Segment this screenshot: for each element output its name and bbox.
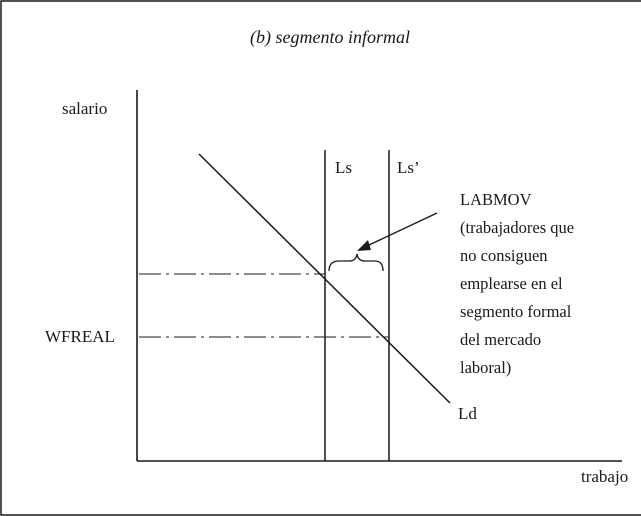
labmov-annotation: LABMOV (trabajadores que no consiguen em… xyxy=(460,190,574,377)
supply-curve-ls-shifted-label: Ls’ xyxy=(397,158,420,177)
labmov-line: emplearse en el xyxy=(460,274,563,293)
labmov-line: (trabajadores que xyxy=(460,218,574,237)
wfreal-label: WFREAL xyxy=(45,327,115,346)
labmov-line: no consiguen xyxy=(460,246,548,265)
labmov-line: laboral) xyxy=(460,358,511,377)
labmov-arrow-head xyxy=(357,240,371,251)
labmov-line: segmento formal xyxy=(460,302,572,321)
labmov-heading: LABMOV xyxy=(460,190,532,209)
labmov-brace xyxy=(328,253,384,272)
labmov-line: del mercado xyxy=(460,330,541,349)
x-axis-label: trabajo xyxy=(581,467,628,486)
labmov-arrow-shaft xyxy=(366,212,438,247)
y-axis-label: salario xyxy=(62,99,107,118)
supply-curve-ls-label: Ls xyxy=(335,158,352,177)
diagram-title: (b) segmento informal xyxy=(250,27,410,48)
demand-curve xyxy=(198,153,451,404)
demand-curve-label: Ld xyxy=(458,404,477,423)
